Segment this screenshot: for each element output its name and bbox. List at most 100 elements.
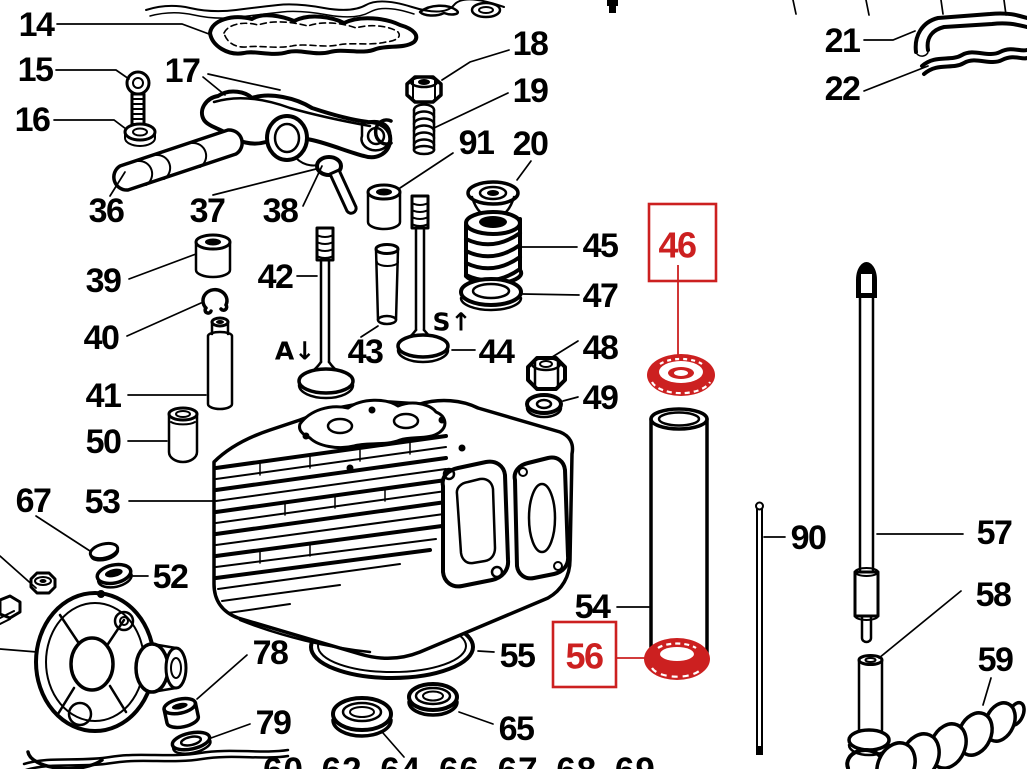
part-label-50: 50 <box>86 423 121 461</box>
leader-16 <box>53 119 127 130</box>
leader-21 <box>863 30 916 41</box>
part-label-52: 52 <box>153 558 188 596</box>
ring-79-drawing <box>170 730 212 755</box>
edge-nut-drawing <box>29 571 57 595</box>
part-label-59: 59 <box>978 641 1013 679</box>
part-label-53: 53 <box>85 483 120 521</box>
leader-20 <box>516 160 532 181</box>
exhaust-valve-drawing <box>396 194 450 364</box>
part-label-91: 91 <box>459 124 494 162</box>
bottom-cutoff-numbers: 60 62 64 66 67 68 69 <box>263 751 656 769</box>
leader-seal-bottom <box>382 732 405 758</box>
highlight-box-56 <box>551 620 618 689</box>
leader-91 <box>399 152 454 189</box>
part-label-18: 18 <box>513 25 548 63</box>
cap-78-drawing <box>162 696 201 730</box>
cap-52-drawing <box>95 562 133 589</box>
leader-78 <box>196 654 248 700</box>
part-label-42: 42 <box>258 258 293 296</box>
leader-edge-plate <box>0 648 38 653</box>
rocker-cover-gasket-drawing <box>208 13 419 56</box>
part-label-36: 36 <box>89 192 124 230</box>
leader-top-cut-2 <box>865 0 870 16</box>
part-label-78: 78 <box>253 634 288 672</box>
leader-67 <box>35 515 91 552</box>
part-label-57: 57 <box>977 514 1012 552</box>
leader-59 <box>982 677 992 706</box>
part-label-45: 45 <box>583 227 618 265</box>
spring-seat-drawing <box>459 277 523 312</box>
plug-50-drawing <box>167 406 199 464</box>
part-label-14: 14 <box>19 6 55 44</box>
part-label-21: 21 <box>825 22 860 60</box>
washer-16-drawing <box>123 122 157 147</box>
leader-top-cut-1 <box>792 0 797 15</box>
leader-48 <box>548 340 579 360</box>
edge-bolt-drawing <box>0 594 22 625</box>
part-label-58: 58 <box>976 576 1011 614</box>
camshaft-59-drawing <box>845 700 1026 769</box>
spring-19-drawing <box>412 103 436 156</box>
part-label-55: 55 <box>500 637 535 675</box>
leader-15 <box>55 69 130 80</box>
leader-18 <box>441 49 510 81</box>
rocker-arm-drawing <box>199 89 393 167</box>
rod-90-drawing <box>755 501 764 755</box>
leader-edge-nut <box>0 555 37 589</box>
leader-37 <box>212 168 317 196</box>
leader-43 <box>360 325 379 338</box>
leader-17a <box>202 76 226 96</box>
leader-top-cut-4 <box>1003 0 1007 16</box>
part-label-44: 44 <box>479 333 515 371</box>
nut-18-drawing <box>405 75 443 104</box>
part-label-56: 56 <box>565 636 603 677</box>
part-label-16: 16 <box>15 101 50 139</box>
valve-annotation-exhaust-s: S↑ <box>433 308 472 337</box>
nut-48-drawing <box>526 356 567 391</box>
part-label-41: 41 <box>86 377 121 415</box>
part-label-38: 38 <box>263 192 298 230</box>
leader-39 <box>128 253 197 280</box>
highlight-box-46 <box>647 202 718 283</box>
part-label-39: 39 <box>86 262 121 300</box>
leader-22 <box>863 65 929 92</box>
pivot-adjuster-drawing <box>315 155 358 215</box>
leader-55 <box>477 650 495 653</box>
leaders-layer <box>0 0 1007 758</box>
leader-38 <box>302 165 323 207</box>
annotations-layer: A↓ S↑ <box>275 308 472 366</box>
valve-guide-41-drawing <box>206 316 234 411</box>
leader-19 <box>433 92 509 129</box>
part-label-15: 15 <box>18 51 53 89</box>
leader-79 <box>210 723 251 739</box>
leader-47 <box>522 293 580 296</box>
part-label-20: 20 <box>513 125 548 163</box>
part-label-79: 79 <box>256 704 291 742</box>
washer-49-drawing <box>525 393 563 419</box>
cylinder-head-drawing <box>212 398 575 660</box>
part-label-65: 65 <box>499 710 534 748</box>
leader-top-cut-3 <box>940 0 944 15</box>
circlip-40-drawing <box>201 287 229 315</box>
valve-annotation-intake-a: A↓ <box>275 337 315 366</box>
part-label-49: 49 <box>583 379 618 417</box>
valve-stem-seal-46-drawing <box>647 354 715 396</box>
leader-36 <box>109 171 126 197</box>
seal-bottom-drawing <box>331 696 393 738</box>
bucket-39-drawing <box>194 233 232 279</box>
leader-58 <box>878 590 962 659</box>
head-gasket-21-drawing <box>913 11 1027 57</box>
tube-oring-56-drawing <box>644 638 710 680</box>
part-label-90: 90 <box>791 519 826 557</box>
seal-65-drawing <box>407 682 459 717</box>
leader-14 <box>56 23 210 35</box>
bottom-cutoff-layer: 60 62 64 66 67 68 69 <box>263 751 656 769</box>
part-label-17: 17 <box>165 52 200 90</box>
part-label-40: 40 <box>84 319 119 357</box>
head-gasket-22-drawing <box>920 47 1027 76</box>
part-label-67: 67 <box>16 482 51 520</box>
part-label-43: 43 <box>348 333 383 371</box>
protection-tube-drawing <box>649 407 709 672</box>
